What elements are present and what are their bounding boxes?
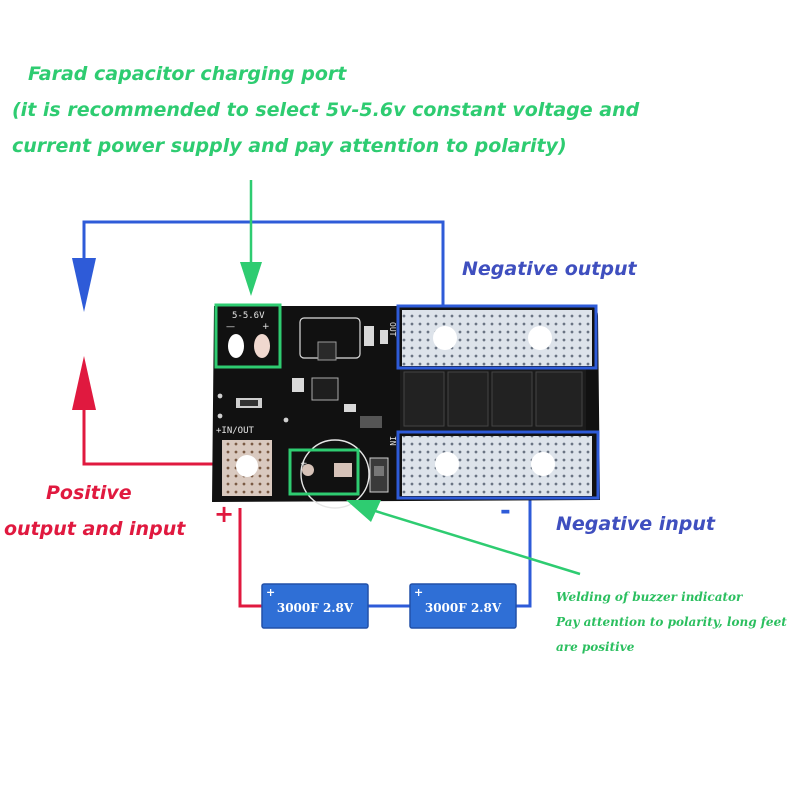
pointer-arrow-icon <box>346 500 381 522</box>
charge-port-pointer <box>240 180 262 296</box>
charge-port-voltage-label: 5-5.6V <box>232 311 265 321</box>
negative-input-pad <box>396 430 600 500</box>
capacitor-2-plus: + <box>414 586 423 599</box>
capacitor-2 <box>409 583 517 629</box>
capacitor-2-label: 3000F 2.8V <box>425 601 502 615</box>
in-out-label: +IN/OUT <box>216 426 255 436</box>
charge-port-connector <box>214 303 282 369</box>
charge-port-minus-label: — <box>226 322 235 332</box>
negative-input-label: Negative input <box>556 513 715 535</box>
positive-wire-top <box>72 356 228 466</box>
buzzer-indicator-pads <box>288 448 360 496</box>
buzzer-note-line-3: are positive <box>556 640 635 654</box>
capacitor-1-label: 3000F 2.8V <box>277 601 354 615</box>
pointer-arrow-icon <box>240 262 262 296</box>
positive-label-line-1: Positive <box>46 482 132 504</box>
negative-output-label: Negative output <box>462 258 637 280</box>
charging-port-line-2: current power supply and pay attention t… <box>12 135 567 157</box>
positive-symbol: + <box>214 500 235 528</box>
buzzer-note-line-2: Pay attention to polarity, long feet <box>556 615 787 629</box>
out-label: OUT <box>388 322 397 337</box>
down-arrow-icon <box>72 258 96 312</box>
positive-label-line-2: output and input <box>4 518 186 540</box>
capacitor-1-plus: + <box>266 586 275 599</box>
charging-port-title: Farad capacitor charging port <box>28 63 347 85</box>
positive-in-out-pad <box>222 440 272 496</box>
up-arrow-icon <box>72 356 96 410</box>
negative-output-pad <box>396 304 598 370</box>
buzzer-plus-label: + <box>300 459 308 469</box>
buzzer-pointer <box>346 500 581 576</box>
capacitor-series-wires <box>238 500 532 608</box>
charging-port-line-1: (it is recommended to select 5v-5.6v con… <box>12 99 640 121</box>
buzzer-note-line-1: Welding of buzzer indicator <box>556 590 743 604</box>
negative-symbol: - <box>500 496 511 526</box>
negative-output-wire <box>72 220 445 312</box>
in-label: IN <box>388 436 397 446</box>
capacitor-1 <box>261 583 369 629</box>
charge-port-plus-label: + <box>262 322 270 332</box>
